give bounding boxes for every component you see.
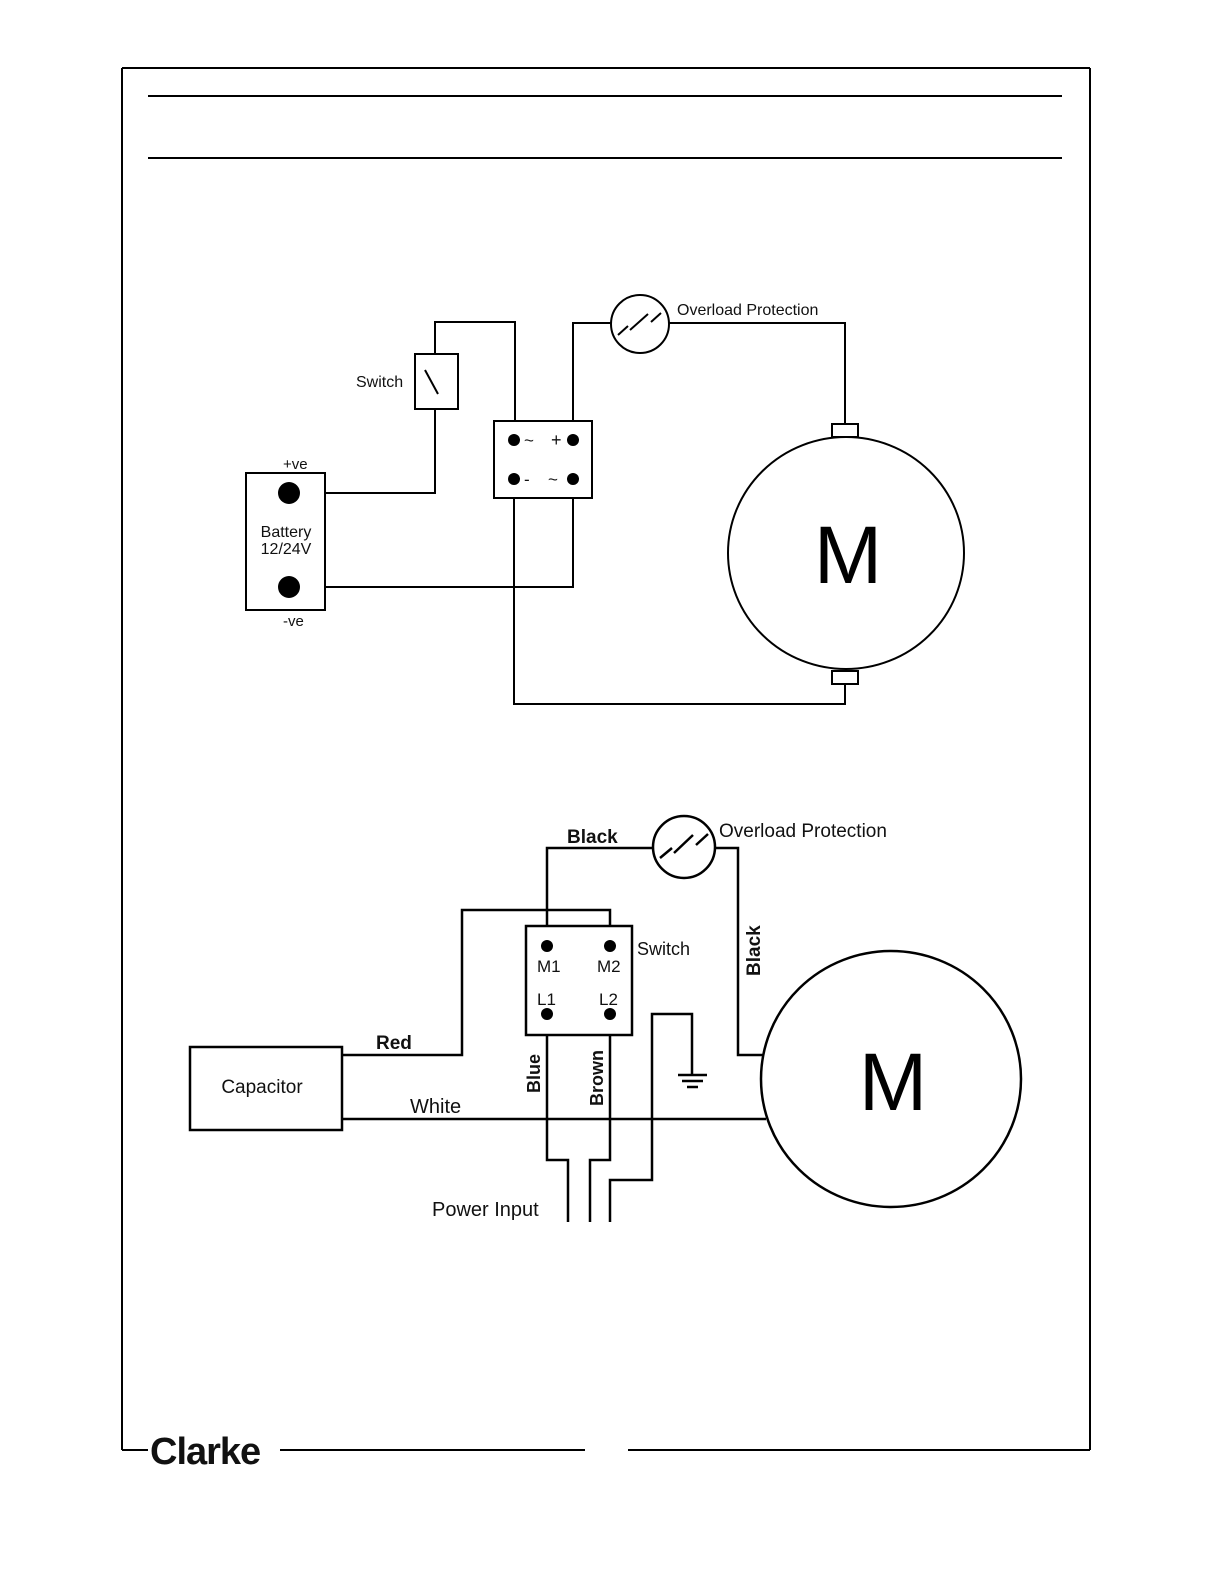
ac-motor-label: M — [859, 1037, 927, 1128]
switch-terminal-l1: L1 — [537, 990, 556, 1009]
wire-label-blue: Blue — [524, 1054, 544, 1093]
battery-label: Battery — [261, 524, 312, 541]
dc-battery: Battery 12/24V +ve -ve — [246, 456, 325, 630]
ac-overload-protection: Overload Protection — [653, 816, 887, 878]
rectifier-minus-terminal: - — [524, 470, 530, 489]
wire-label-black-top: Black — [567, 827, 618, 848]
dc-wiring-diagram: Switch Overload Protection ~ + - ~ — [246, 295, 964, 704]
clarke-logo: Clarke — [150, 1431, 260, 1473]
wire-label-red: Red — [376, 1033, 412, 1054]
battery-voltage: 12/24V — [261, 541, 312, 558]
rectifier-ac-terminal-1: ~ — [524, 431, 534, 450]
ac-switch-label: Switch — [637, 939, 690, 959]
ac-wiring-diagram: Overload Protection Black Black M1 M2 L1… — [190, 816, 1021, 1222]
brand-logo-text: Clarke — [150, 1431, 260, 1473]
dc-rectifier: ~ + - ~ — [494, 421, 592, 498]
switch-terminal-m1: M1 — [537, 957, 561, 976]
earth-ground-icon — [678, 1075, 707, 1087]
page-frame — [122, 68, 1090, 1450]
header-rules — [148, 96, 1062, 158]
switch-terminal-m2: M2 — [597, 957, 621, 976]
rectifier-plus-terminal: + — [551, 430, 562, 450]
dc-overload-label: Overload Protection — [677, 302, 818, 319]
ac-overload-label: Overload Protection — [719, 821, 887, 842]
capacitor-label: Capacitor — [221, 1077, 303, 1098]
rectifier-ac-terminal-2: ~ — [548, 470, 558, 489]
battery-negative-label: -ve — [283, 613, 304, 630]
dc-motor-label: M — [814, 510, 882, 601]
wire-label-black-vertical: Black — [744, 925, 765, 976]
ac-motor: M — [761, 951, 1021, 1207]
dc-switch-label: Switch — [356, 374, 403, 391]
battery-positive-label: +ve — [283, 456, 308, 473]
wire-label-white: White — [410, 1096, 461, 1118]
power-input-label: Power Input — [432, 1199, 539, 1221]
ac-switch: M1 M2 L1 L2 Switch — [526, 926, 690, 1035]
wire-label-brown: Brown — [587, 1050, 607, 1106]
switch-terminal-l2: L2 — [599, 990, 618, 1009]
capacitor: Capacitor — [190, 1047, 342, 1130]
dc-motor: M — [728, 424, 964, 684]
dc-switch: Switch — [356, 354, 458, 409]
